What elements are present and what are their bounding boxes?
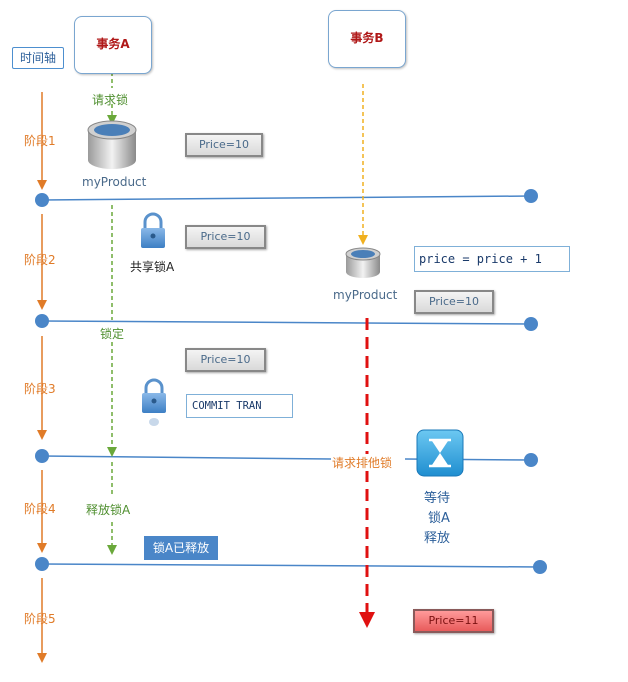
stage-label-5: 阶段5 <box>24 612 56 626</box>
database-icon <box>345 247 381 278</box>
timeline-label: 时间轴 <box>12 47 64 69</box>
lock-icon <box>141 212 165 248</box>
price-box-updated: Price=11 <box>413 609 494 633</box>
price-box: Price=10 <box>185 225 266 249</box>
stage-lines <box>35 189 547 574</box>
wait-label-line1: 等待 <box>424 491 451 506</box>
db-name-label: myProduct <box>333 288 398 302</box>
price-box: Price=10 <box>185 133 263 157</box>
stage-label-3: 阶段3 <box>24 382 56 396</box>
release-lock-label: 释放锁A <box>86 503 131 517</box>
hourglass-icon <box>416 429 464 477</box>
request-lock-label: 请求锁 <box>92 93 129 107</box>
db-name-label: myProduct <box>82 175 147 189</box>
transaction-b-box: 事务B <box>328 10 406 68</box>
stage-label-1: 阶段1 <box>24 134 56 148</box>
stage-label-4: 阶段4 <box>24 502 56 516</box>
locked-label: 锁定 <box>100 327 125 341</box>
lock-released-badge: 锁A已释放 <box>144 536 218 560</box>
price-box: Price=10 <box>185 348 266 372</box>
update-code-box: price = price + 1 <box>414 246 570 272</box>
wait-label-line2: 锁A <box>428 511 450 526</box>
wait-label-line3: 释放 <box>424 531 451 546</box>
price-box: Price=10 <box>414 290 494 314</box>
shared-lock-label: 共享锁A <box>130 260 175 274</box>
stage-label-2: 阶段2 <box>24 253 56 267</box>
request-exclusive-lock-label: 请求排他锁 <box>332 454 393 471</box>
transaction-a-box: 事务A <box>74 16 152 74</box>
transaction-a-title: 事务A <box>96 37 130 51</box>
transaction-b-title: 事务B <box>350 31 384 45</box>
database-icon <box>87 120 137 169</box>
commit-code-box: COMMIT TRAN <box>186 394 293 418</box>
lock-icon <box>142 378 166 426</box>
